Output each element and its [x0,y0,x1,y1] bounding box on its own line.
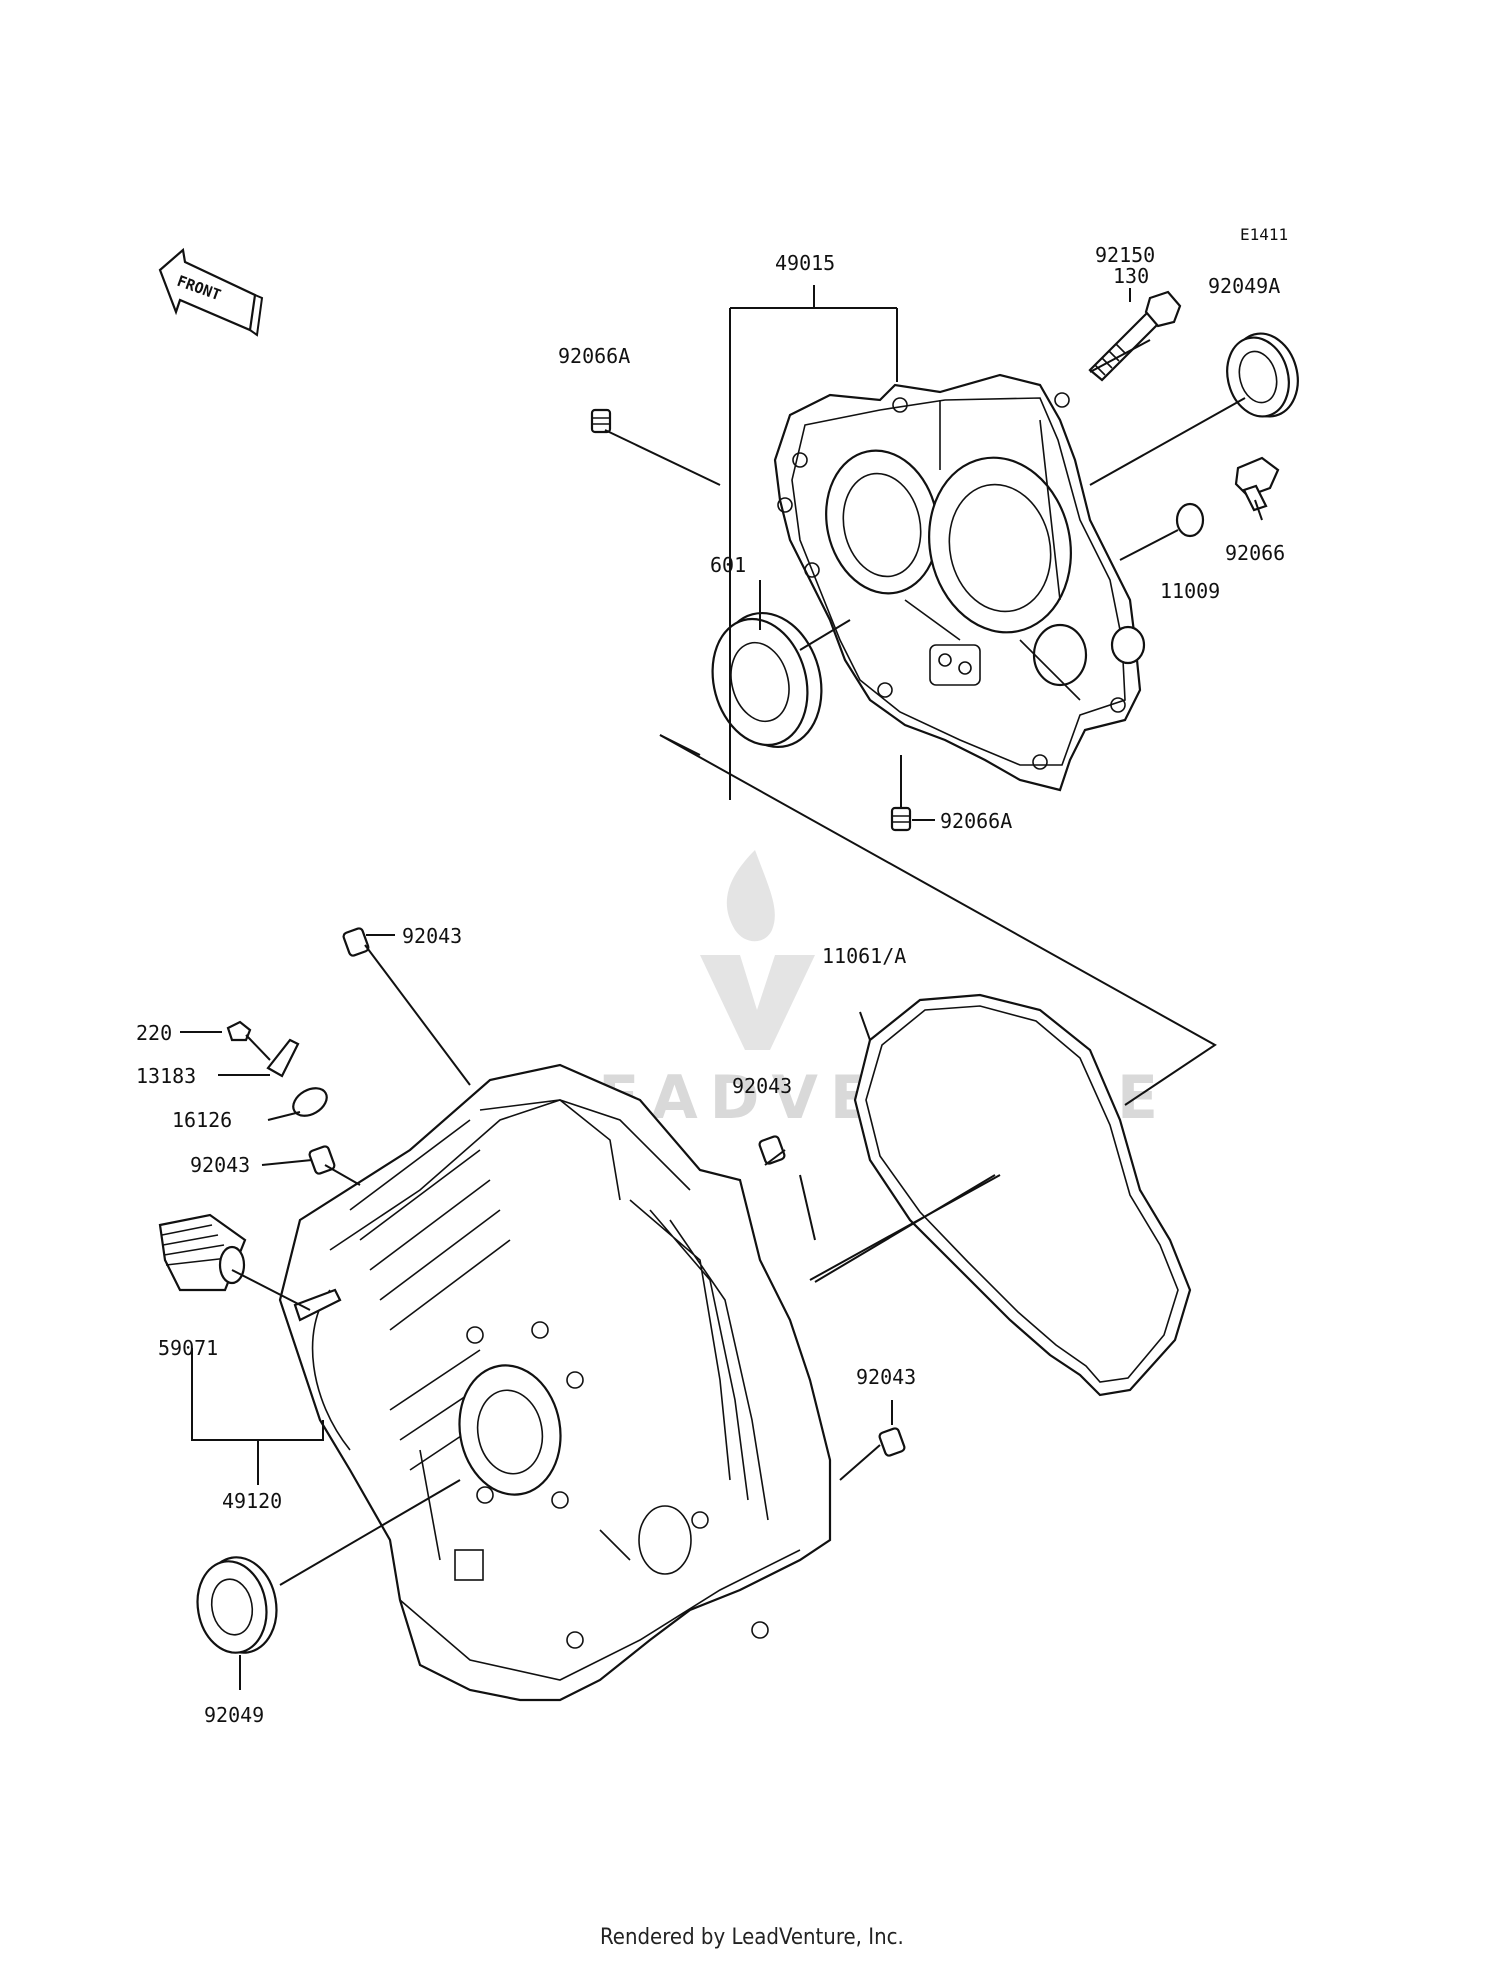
breather-59071 [158,1213,247,1292]
label-16126: 16126 [172,1108,232,1132]
label-11009: 11009 [1160,579,1220,603]
label-92049: 92049 [204,1703,264,1727]
watermark-flame-icon [726,850,775,942]
washer-11009 [1175,502,1205,538]
dowel-92043-right [878,1427,906,1457]
plug-92066 [1234,456,1280,512]
breather-plate [293,1288,342,1322]
label-49015: 49015 [775,251,835,275]
dowel-92043-left [308,1145,336,1175]
label-92066a-top: 92066A [558,344,630,368]
dowel-92043-top [342,927,370,957]
oil-seal-92049 [196,1556,278,1654]
label-92049a: 92049A [1208,274,1280,298]
label-92043-right: 92043 [856,1365,916,1389]
label-92043-top: 92043 [402,924,462,948]
dowel-92043-mid [758,1135,786,1165]
clip-13183 [266,1038,300,1078]
leader-lines [180,285,1263,1690]
label-130: 130 [1113,264,1149,288]
diagram-code: E1411 [1240,225,1288,244]
label-59071: 59071 [158,1336,218,1360]
footer-credit: Rendered by LeadVenture, Inc. [600,1925,904,1950]
label-92066a-bottom: 92066A [940,809,1012,833]
label-13183: 13183 [136,1064,196,1088]
label-11061a: 11061/A [822,944,906,968]
label-49120: 49120 [222,1489,282,1513]
gasket-11061a [853,993,1192,1397]
front-arrow-icon: FRONT [158,247,264,337]
dowel-92066a-bottom [890,806,912,832]
bolt-92150 [1088,290,1182,382]
screw-220 [226,1020,252,1042]
crankcase [278,1063,832,1702]
label-220: 220 [136,1021,172,1045]
label-92066: 92066 [1225,541,1285,565]
dowel-92066a-top [590,408,612,434]
bearing-601 [711,611,823,749]
part-labels: 49015 92150 130 92049A 92066A 92066 1100… [136,243,1285,1727]
label-92043-left: 92043 [190,1153,250,1177]
label-601: 601 [710,553,746,577]
crankcase-cover [773,373,1146,792]
plate-16126 [292,1087,328,1117]
label-92150: 92150 [1095,243,1155,267]
label-92043-mid: 92043 [732,1074,792,1098]
oil-seal-92049a [1226,332,1299,418]
watermark-v-icon [700,955,815,1050]
